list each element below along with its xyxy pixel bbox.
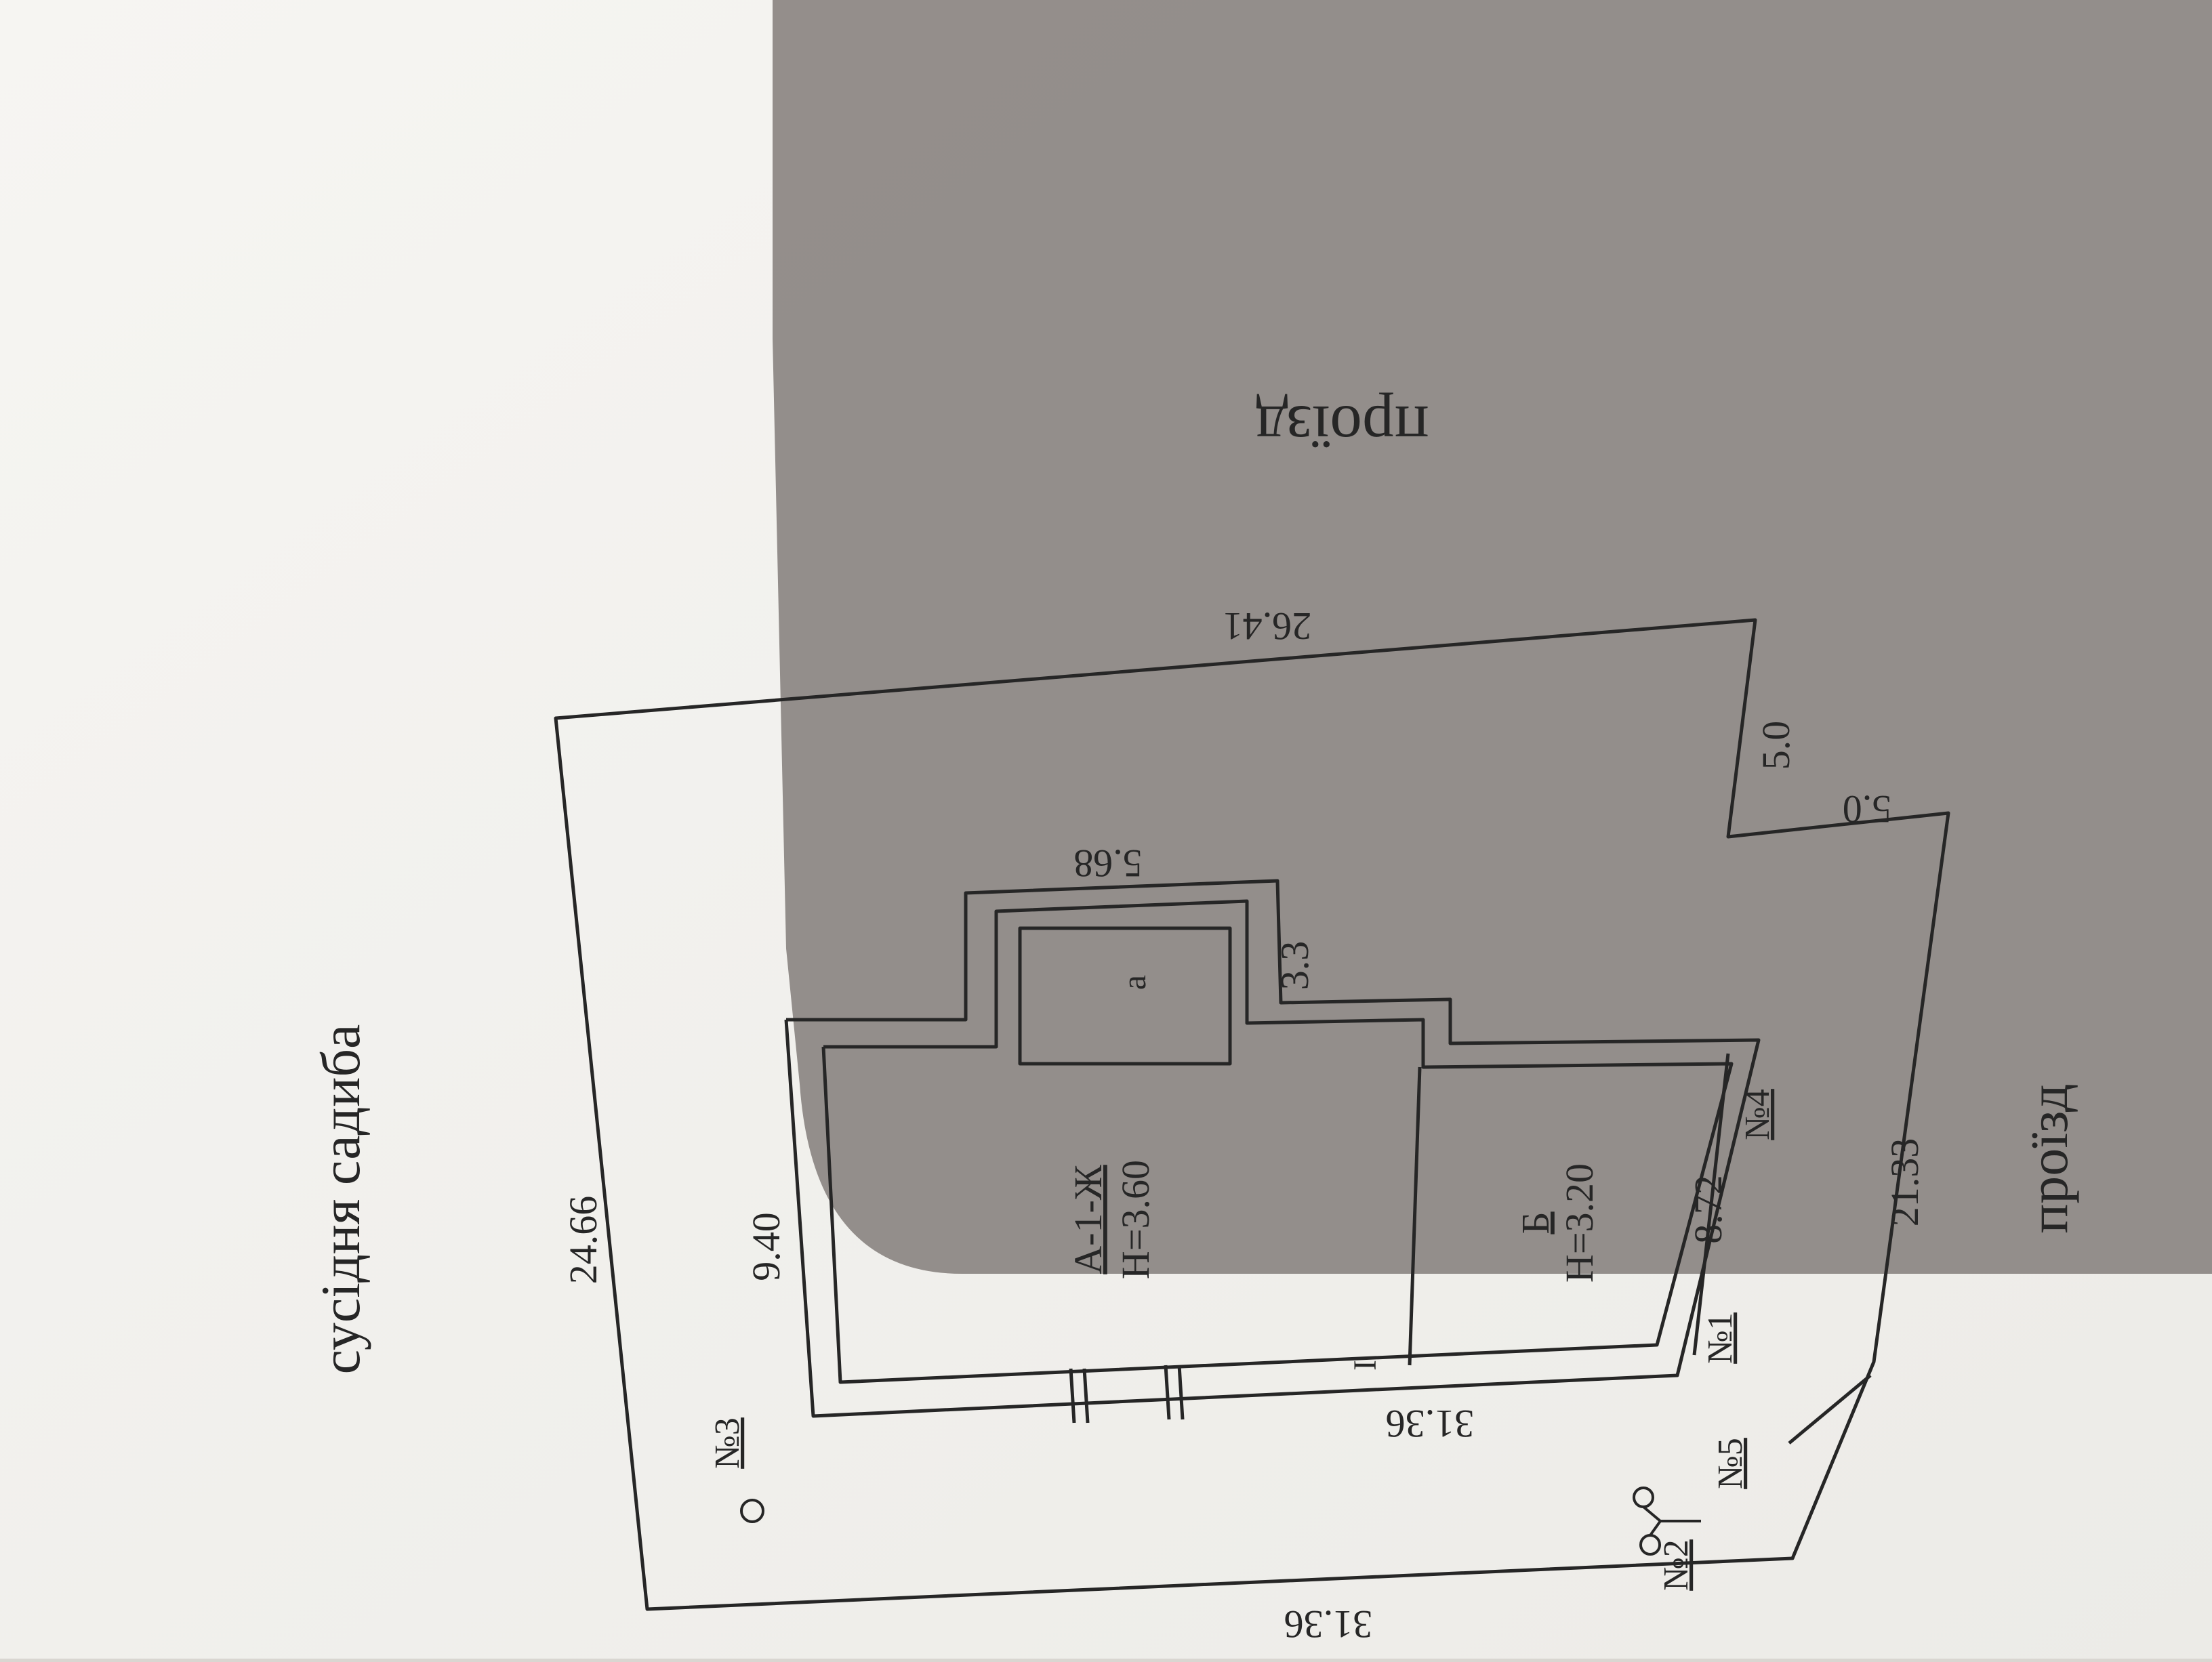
marker-n4: №4 (1738, 1089, 1777, 1140)
dim-annex-depth: 3.3 (1273, 941, 1317, 991)
room-b-height: Н=3.20 (1557, 1163, 1601, 1283)
dim-inner-left: 31.36 (1386, 1402, 1475, 1446)
shadow (773, 0, 2212, 1274)
passage-bottom-label: проїзд (2018, 1083, 2079, 1233)
entrance-line-1 (1069, 1368, 1076, 1424)
entrance-line-2 (1082, 1368, 1090, 1424)
marker-n2: №2 (1657, 1539, 1696, 1591)
dim-left: 31.36 (1284, 1602, 1373, 1646)
dim-b-bottom: 8.72 (1686, 1175, 1730, 1244)
marker-n3: №3 (708, 1417, 747, 1469)
roman-one: I (1347, 1360, 1383, 1371)
marker-n5: №5 (1711, 1438, 1750, 1489)
entrance-line-3 (1164, 1365, 1171, 1420)
entrance-line-4 (1177, 1365, 1185, 1420)
dim-corner-2: 5.0 (1843, 787, 1892, 831)
partition-wall (1408, 1066, 1422, 1366)
neighbor-label: сусідня садиба (310, 1024, 371, 1375)
gate-line (1788, 1374, 1872, 1445)
house-outer-wall (784, 879, 1761, 1418)
passage-right-label: проїзд (1255, 392, 1429, 464)
dim-house-top: 9.40 (744, 1212, 788, 1281)
annex-outline (1018, 926, 1232, 1066)
dim-corner-1: 5.0 (1754, 721, 1798, 770)
well-icon (740, 1499, 764, 1523)
lot-boundary (554, 618, 1950, 1611)
fence-line (1692, 1053, 1730, 1356)
room-a-height: Н=3.60 (1113, 1160, 1158, 1279)
dim-right: 26.41 (1223, 604, 1312, 648)
house-inner-wall (821, 899, 1734, 1384)
room-b-name: Б (1513, 1211, 1557, 1234)
tree-icon (1633, 1487, 1701, 1556)
dim-top: 24.66 (561, 1196, 605, 1285)
room-a-name: А-1-Ж (1066, 1165, 1110, 1274)
dim-bottom: 21.33 (1883, 1138, 1927, 1227)
annex-label: а (1115, 975, 1153, 990)
marker-n1: №1 (1701, 1312, 1740, 1364)
dim-annex-width: 5.68 (1073, 842, 1143, 886)
